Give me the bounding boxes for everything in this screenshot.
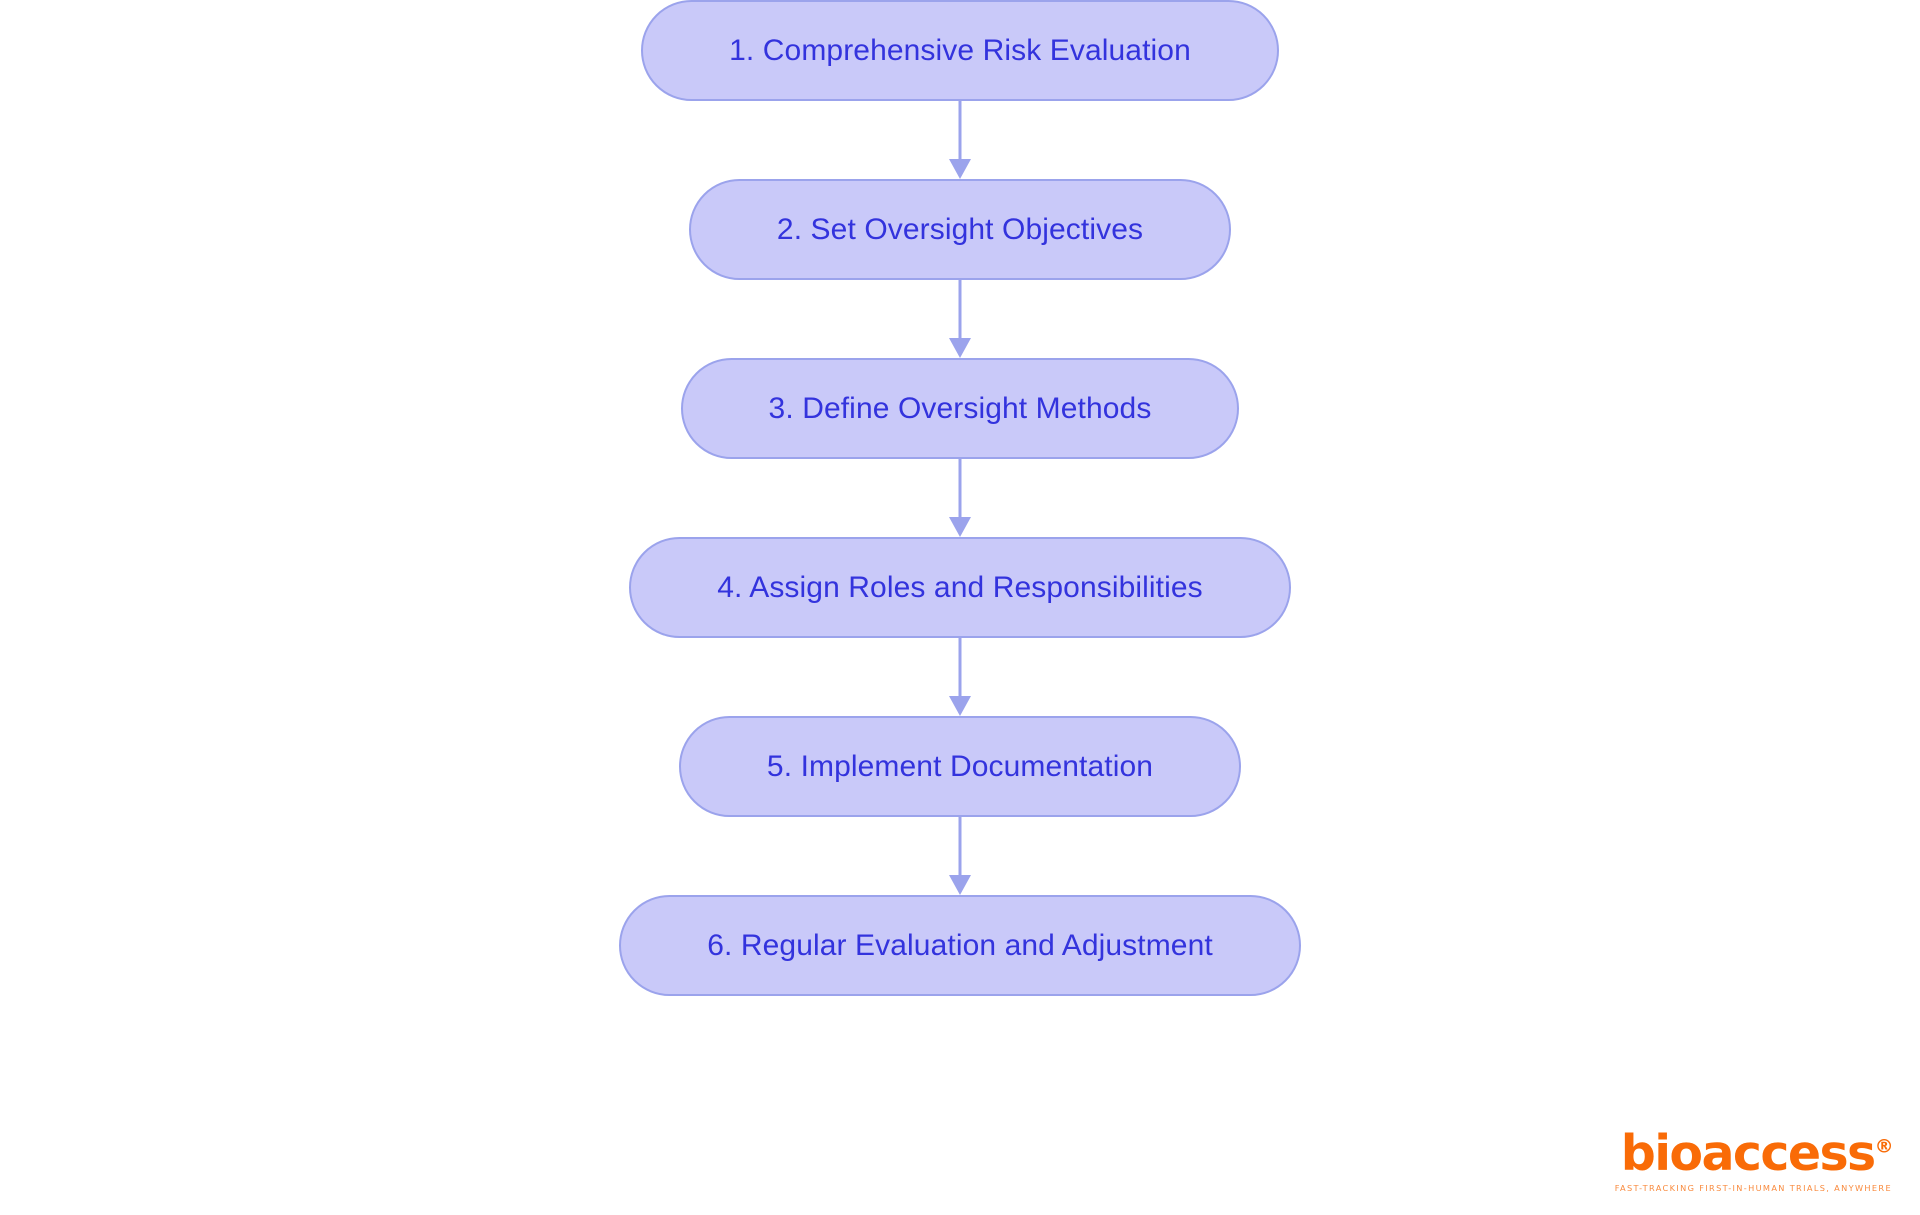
flow-edge-4-to-5	[940, 638, 980, 716]
edge-line-icon	[958, 817, 962, 879]
edge-line-icon	[958, 101, 962, 163]
flow-edge-5-to-6	[940, 817, 980, 895]
flow-edge-1-to-2	[940, 101, 980, 179]
edge-line-icon	[958, 459, 962, 521]
arrow-down-icon	[949, 696, 971, 716]
edge-line-icon	[958, 638, 962, 700]
brand-logo: bioaccess® FAST-TRACKING FIRST-IN-HUMAN …	[1614, 1129, 1894, 1193]
flow-node-6[interactable]: 6. Regular Evaluation and Adjustment	[619, 895, 1301, 996]
arrow-down-icon	[949, 338, 971, 358]
flow-node-2-label: 2. Set Oversight Objectives	[776, 212, 1144, 246]
arrow-down-icon	[949, 159, 971, 179]
flow-node-1-label: 1. Comprehensive Risk Evaluation	[729, 33, 1191, 67]
flow-node-3[interactable]: 3. Define Oversight Methods	[680, 358, 1240, 459]
arrow-down-icon	[949, 875, 971, 895]
flow-node-1[interactable]: 1. Comprehensive Risk Evaluation	[641, 0, 1279, 101]
flow-edge-2-to-3	[940, 280, 980, 358]
flow-node-6-label: 6. Regular Evaluation and Adjustment	[707, 928, 1213, 962]
flow-node-3-label: 3. Define Oversight Methods	[768, 391, 1152, 425]
edge-line-icon	[958, 280, 962, 342]
flow-edge-3-to-4	[940, 459, 980, 537]
arrow-down-icon	[949, 517, 971, 537]
flow-node-5[interactable]: 5. Implement Documentation	[678, 716, 1242, 817]
flow-node-5-label: 5. Implement Documentation	[766, 749, 1154, 783]
flow-node-4-label: 4. Assign Roles and Responsibilities	[717, 570, 1203, 604]
flow-node-4[interactable]: 4. Assign Roles and Responsibilities	[629, 537, 1291, 638]
brand-tagline: FAST-TRACKING FIRST-IN-HUMAN TRIALS, ANY…	[1614, 1183, 1892, 1193]
flow-node-2[interactable]: 2. Set Oversight Objectives	[688, 179, 1232, 280]
brand-wordmark: bioaccess®	[1621, 1129, 1894, 1178]
brand-wordmark-text: bioaccess	[1620, 1125, 1876, 1182]
registered-trademark-icon: ®	[1874, 1135, 1894, 1158]
flowchart-node-column: 1. Comprehensive Risk Evaluation 2. Set …	[619, 0, 1301, 996]
